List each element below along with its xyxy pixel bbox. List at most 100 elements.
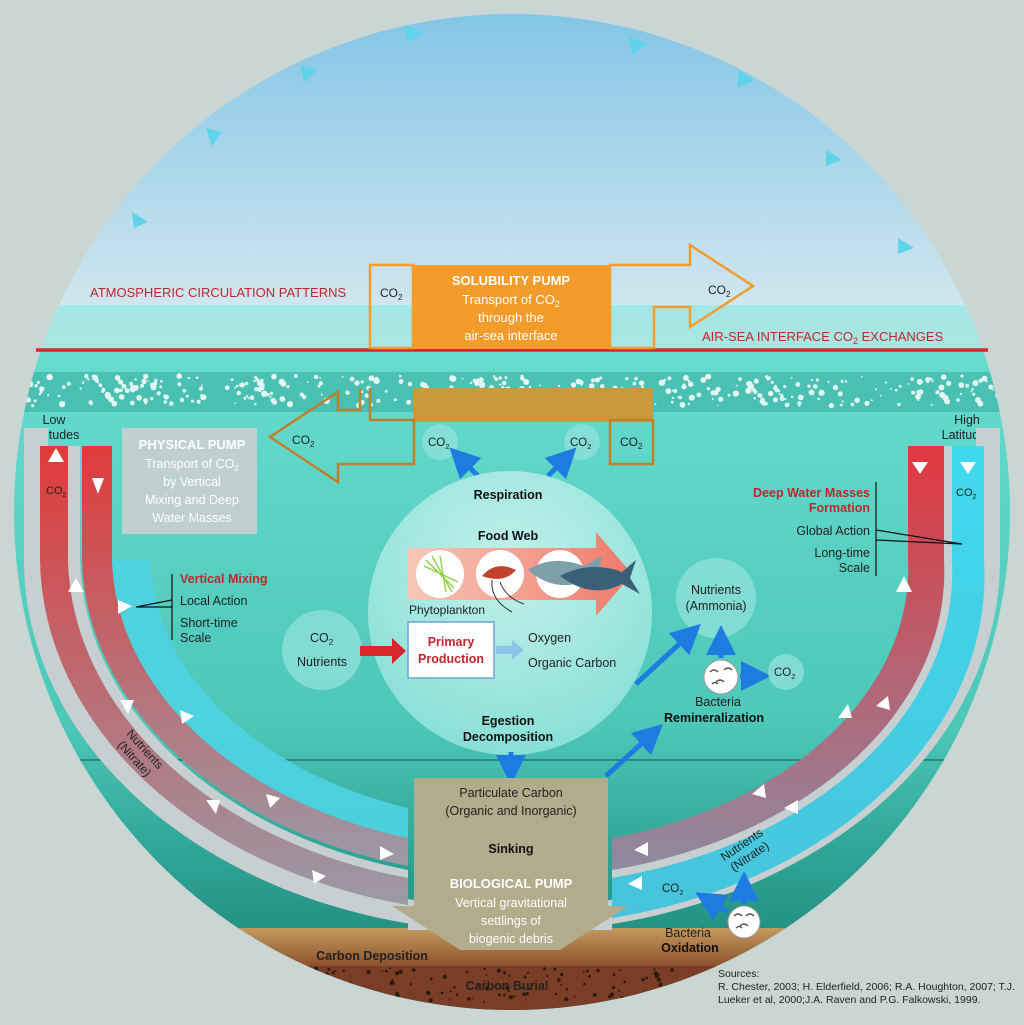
foam-bubble bbox=[681, 384, 687, 390]
flow-arrow-icon bbox=[120, 700, 134, 714]
foam-bubble bbox=[700, 377, 707, 383]
foam-bubble bbox=[870, 399, 873, 402]
burial-particle bbox=[623, 980, 626, 984]
foam-bubble bbox=[269, 391, 274, 395]
foam-bubble bbox=[320, 393, 323, 396]
foam-bubble bbox=[837, 391, 843, 397]
physical-line2: by Vertical bbox=[163, 475, 221, 489]
foam-bubble bbox=[269, 395, 272, 398]
burial-particle bbox=[477, 984, 481, 987]
foam-bubble bbox=[243, 396, 247, 400]
foam-bubble bbox=[884, 381, 888, 384]
burial-particle bbox=[263, 978, 267, 981]
co2-label: CO2 bbox=[428, 437, 449, 451]
burial-particle bbox=[502, 971, 507, 975]
foam-bubble bbox=[758, 393, 763, 398]
burial-particle bbox=[523, 975, 527, 979]
burial-particle bbox=[483, 967, 486, 970]
foam-bubble bbox=[156, 391, 161, 396]
foam-bubble bbox=[114, 375, 121, 381]
foam-bubble bbox=[625, 377, 629, 381]
burial-particle bbox=[440, 991, 444, 995]
foam-bubble bbox=[185, 394, 189, 398]
right-warm-arc bbox=[612, 446, 945, 870]
foam-bubble bbox=[790, 395, 794, 399]
burial-particle bbox=[389, 981, 393, 985]
foam-bubble bbox=[384, 389, 388, 393]
foam-bubble bbox=[141, 378, 147, 385]
foam-bubble bbox=[738, 377, 742, 381]
foam-bubble bbox=[772, 397, 778, 403]
foam-bubble bbox=[678, 395, 682, 400]
flow-arrow-icon bbox=[92, 478, 104, 494]
foam-bubble bbox=[832, 384, 839, 391]
foam-bubble bbox=[817, 397, 821, 401]
physical-line4: Water Masses bbox=[152, 511, 231, 525]
burial-particle bbox=[641, 978, 645, 982]
foam-bubble bbox=[360, 380, 364, 384]
foam-bubble bbox=[499, 383, 502, 386]
air-sea-interface-label: AIR-SEA INTERFACE CO2 EXCHANGES bbox=[702, 329, 944, 346]
foam-bubble bbox=[898, 384, 902, 388]
foam-bubble bbox=[376, 398, 381, 403]
foam-bubble bbox=[118, 379, 124, 385]
foam-bubble bbox=[818, 389, 825, 396]
oxidation-left-arrow bbox=[695, 892, 730, 921]
foam-bubble bbox=[108, 396, 115, 403]
foam-bubble bbox=[130, 383, 134, 388]
foam-bubble bbox=[317, 384, 321, 388]
foam-bubble bbox=[258, 382, 265, 389]
sources-line2: Lueker et al, 2000;J.A. Raven and P.G. F… bbox=[718, 994, 981, 1006]
foam-bubble bbox=[790, 376, 793, 379]
foam-bubble bbox=[917, 389, 924, 395]
burial-particle bbox=[592, 993, 597, 997]
burial-particle bbox=[321, 972, 324, 975]
left-warm-arc bbox=[40, 446, 408, 905]
foam-bubble bbox=[475, 378, 480, 383]
co2-label: CO2 bbox=[774, 667, 795, 681]
foam-bubble bbox=[915, 393, 921, 400]
physical-pump-panel bbox=[122, 428, 257, 534]
foam-bubble bbox=[449, 375, 456, 382]
foam-bubble bbox=[850, 402, 855, 407]
physical-left-arrow bbox=[267, 388, 416, 485]
foam-bubble bbox=[31, 404, 35, 408]
foam-bubble bbox=[665, 388, 672, 395]
foam-bubble bbox=[828, 402, 835, 409]
foam-bubble bbox=[143, 398, 149, 403]
foam-bubble bbox=[279, 396, 286, 402]
foam-bubble bbox=[14, 387, 16, 391]
burial-particle bbox=[310, 990, 315, 995]
deep-water-line3: Scale bbox=[839, 561, 870, 575]
foam-bubble bbox=[687, 379, 691, 383]
phytoplankton-label: Phytoplankton bbox=[409, 603, 485, 617]
flow-arrow-icon bbox=[912, 462, 928, 474]
physical-title: PHYSICAL PUMP bbox=[139, 437, 246, 452]
food-web-sphere: Respiration Food Web Phytoplankton Prima… bbox=[368, 471, 652, 755]
foam-bubble bbox=[478, 377, 484, 383]
wind-arrow-icon bbox=[738, 70, 754, 88]
foam-bubble bbox=[784, 398, 787, 401]
deep-water-line2: Long-time bbox=[814, 546, 870, 560]
burial-particle bbox=[248, 976, 253, 981]
foam-bubble bbox=[745, 387, 752, 394]
foam-bubble bbox=[101, 390, 104, 393]
burial-particle bbox=[333, 970, 336, 973]
foam-bubble bbox=[92, 374, 99, 381]
vertical-mixing-line1: Local Action bbox=[180, 594, 247, 608]
foam-bubble bbox=[827, 380, 830, 383]
foam-bubble bbox=[144, 401, 148, 405]
flow-arrow-icon bbox=[896, 576, 912, 592]
foam-bubble bbox=[341, 375, 344, 378]
foam-bubble bbox=[195, 376, 199, 380]
foam-bubble bbox=[479, 381, 486, 388]
burial-particle bbox=[263, 978, 267, 982]
solubility-title: SOLUBILITY PUMP bbox=[452, 273, 571, 288]
burial-particle bbox=[620, 996, 624, 1000]
burial-particle bbox=[654, 973, 659, 979]
foam-bubble bbox=[972, 392, 976, 396]
foam-bubble bbox=[406, 399, 412, 405]
foam-bubble bbox=[47, 394, 50, 397]
foam-bubble bbox=[34, 384, 38, 388]
burial-particle bbox=[389, 967, 391, 970]
